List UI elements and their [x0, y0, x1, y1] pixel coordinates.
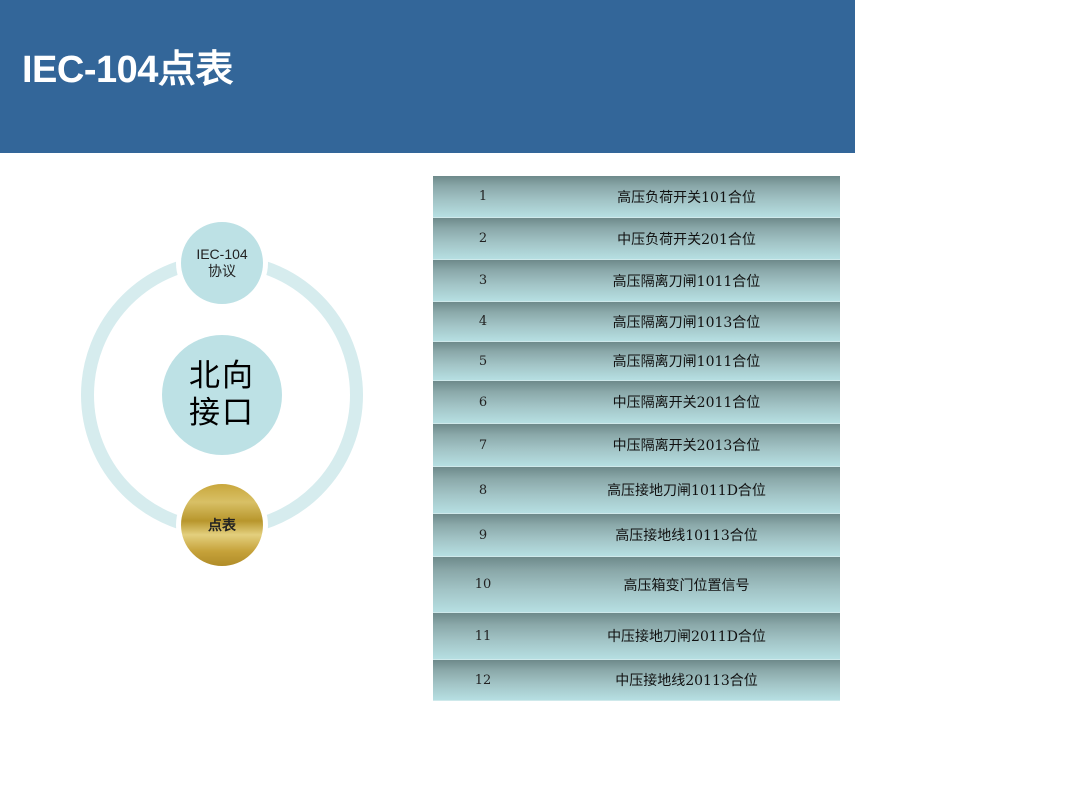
point-number: 8 [478, 482, 488, 498]
table-row: 10 高压箱变门位置信号 [433, 557, 840, 613]
point-number: 3 [478, 273, 488, 288]
point-number: 1 [478, 189, 488, 204]
node-center-line1: 北向 [189, 358, 255, 394]
table-row: 1 高压负荷开关101合位 [433, 176, 840, 218]
point-number: 10 [474, 577, 492, 592]
table-row: 3 高压隔离刀闸1011合位 [433, 260, 840, 302]
table-row: 5 高压隔离刀闸1011合位 [433, 342, 840, 381]
table-row: 4 高压隔离刀闸1013合位 [433, 302, 840, 342]
point-name: 高压箱变门位置信号 [623, 577, 750, 594]
point-name: 高压隔离刀闸1013合位 [612, 314, 761, 331]
point-name: 中压接地刀闸2011D合位 [607, 629, 766, 645]
point-number: 2 [478, 231, 488, 246]
title-banner: IEC-104点表 [0, 0, 855, 153]
point-name: 中压接地线20113合位 [615, 673, 758, 689]
protocol-diagram: IEC-104 协议 北向 接口 点表 [0, 0, 440, 810]
point-number: 12 [474, 672, 492, 688]
point-name: 高压负荷开关101合位 [617, 189, 756, 206]
point-number: 6 [478, 394, 488, 410]
point-name: 中压隔离开关2013合位 [612, 438, 761, 454]
point-number: 5 [478, 353, 488, 369]
node-top-line2: 协议 [207, 263, 236, 279]
node-center-line2: 接口 [189, 395, 255, 431]
table-row: 7 中压隔离开关2013合位 [433, 424, 840, 467]
node-point-table: 点表 [176, 479, 268, 571]
table-row: 8 高压接地刀闸1011D合位 [433, 467, 840, 514]
node-bottom-label: 点表 [208, 518, 236, 534]
node-northbound-interface: 北向 接口 [162, 335, 282, 455]
point-name: 中压负荷开关201合位 [617, 231, 756, 248]
page-title: IEC-104点表 [22, 49, 233, 91]
point-name: 高压隔离刀闸1011合位 [612, 273, 761, 290]
point-name: 高压接地线10113合位 [615, 528, 758, 544]
table-row: 2 中压负荷开关201合位 [433, 218, 840, 260]
point-name: 高压隔离刀闸1011合位 [612, 354, 761, 370]
table-row: 6 中压隔离开关2011合位 [433, 381, 840, 424]
point-number: 11 [474, 628, 492, 644]
point-table: 1 高压负荷开关101合位 2 中压负荷开关201合位 3 高压隔离刀闸1011合位 4 高压… [433, 176, 840, 701]
node-iec104-protocol: IEC-104 协议 [176, 217, 268, 309]
point-name: 高压接地刀闸1011D合位 [607, 483, 766, 499]
table-row: 11 中压接地刀闸2011D合位 [433, 613, 840, 660]
point-number: 9 [478, 527, 488, 543]
node-top-line1: IEC-104 [196, 246, 248, 262]
point-name: 中压隔离开关2011合位 [612, 395, 761, 411]
point-number: 7 [478, 437, 488, 453]
table-row: 9 高压接地线10113合位 [433, 514, 840, 557]
point-number: 4 [478, 314, 488, 329]
table-row: 12 中压接地线20113合位 [433, 660, 840, 701]
